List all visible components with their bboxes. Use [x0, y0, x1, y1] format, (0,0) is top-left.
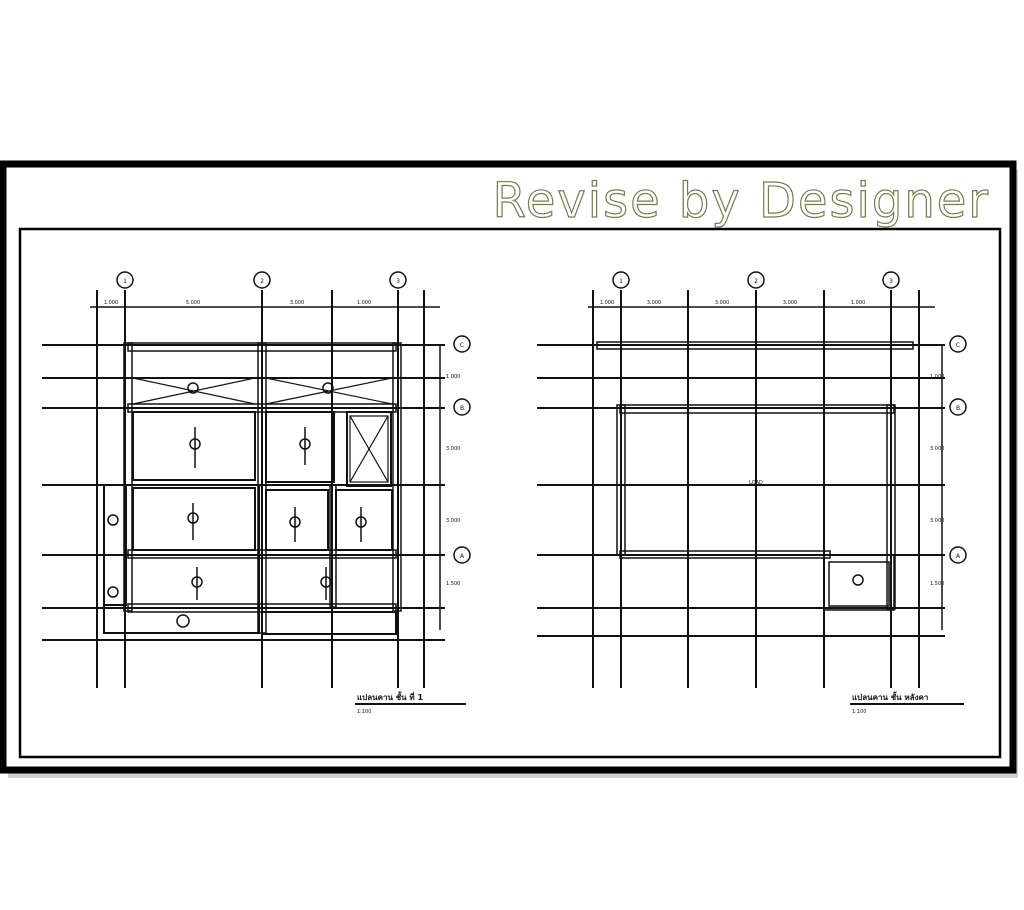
watermark-title: Revise by Designer: [493, 173, 990, 229]
grid-bubble: [116, 271, 134, 289]
grid-label: C: [956, 342, 960, 349]
left-floor-plan: [42, 271, 471, 705]
dim-label: 3.000: [446, 518, 460, 524]
grid-label: C: [460, 342, 464, 349]
grid-label: A: [956, 553, 961, 560]
grid-bubble: [949, 546, 967, 564]
grid-bubble: [453, 546, 471, 564]
left-plan-title: แปลนคาน ชั้น ที่ 1: [357, 691, 423, 702]
dim-label: 3.000: [446, 446, 460, 452]
dim-label: 3.000: [930, 518, 944, 524]
grid-bubble: [612, 271, 630, 289]
dim-label: 1.000: [446, 374, 460, 380]
grid-label: 2: [260, 278, 264, 285]
dim-label: 3.000: [783, 300, 797, 306]
right-plan-scale: 1:100: [852, 709, 866, 715]
sheet-border: [0, 160, 1017, 774]
drawing-border: [18, 227, 1002, 759]
left-grid-bubbles-right: [453, 335, 471, 564]
grid-bubble: [453, 398, 471, 416]
dim-label: 1.500: [930, 581, 944, 587]
grid-bubble: [389, 271, 407, 289]
right-slab-markers: [852, 574, 864, 586]
grid-bubble: [747, 271, 765, 289]
dim-label: 1.000: [851, 300, 865, 306]
dim-label: 5.000: [186, 300, 200, 306]
right-grid-bubbles-right: [949, 335, 967, 564]
grid-label: 3: [889, 278, 893, 285]
dim-label: 1.000: [357, 300, 371, 306]
left-grid-bubbles-top: [116, 271, 407, 289]
grid-label: 2: [754, 278, 758, 285]
grid-label: B: [460, 405, 464, 412]
center-label: LOAD: [749, 480, 763, 486]
left-grid-vertical: [96, 290, 425, 688]
grid-label: B: [956, 405, 960, 412]
grid-bubble: [949, 335, 967, 353]
grid-label: A: [460, 553, 465, 560]
left-plan-scale: 1:100: [357, 709, 371, 715]
grid-label: 1: [619, 278, 623, 285]
right-plan-title: แปลนคาน ชั้น หลังคา: [852, 691, 928, 702]
grid-bubble: [453, 335, 471, 353]
dim-label: 3.000: [930, 446, 944, 452]
dim-label: 3.000: [290, 300, 304, 306]
left-slab-markers: [107, 382, 367, 628]
left-cross-slabs: [132, 377, 393, 483]
grid-label: 3: [396, 278, 400, 285]
grid-bubble: [253, 271, 271, 289]
grid-bubble: [949, 398, 967, 416]
right-floor-plan: [537, 271, 967, 705]
dim-label: 3.000: [647, 300, 661, 306]
dim-label: 1.000: [600, 300, 614, 306]
right-grid-bubbles-top: [612, 271, 900, 289]
dim-label: 3.000: [715, 300, 729, 306]
left-slabs: [103, 411, 397, 635]
dim-label: 1.000: [104, 300, 118, 306]
right-beams: [596, 341, 914, 611]
right-grid-vertical: [592, 290, 920, 688]
dim-label: 1.000: [930, 374, 944, 380]
dim-label: 1.500: [446, 581, 460, 587]
grid-bubble: [882, 271, 900, 289]
grid-label: 1: [123, 278, 127, 285]
